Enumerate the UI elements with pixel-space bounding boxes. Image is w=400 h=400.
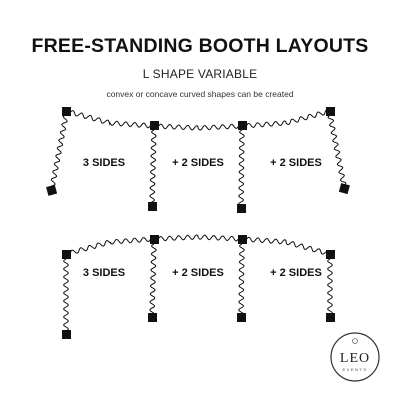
side-wall [49, 114, 68, 188]
side-wall [238, 243, 245, 315]
top-wall [65, 109, 331, 131]
post-marker [238, 121, 247, 130]
side-label: + 2 SIDES [172, 157, 224, 169]
post-marker [326, 107, 335, 116]
side-wall [149, 243, 157, 315]
post-marker [150, 235, 159, 244]
logo-circle [330, 332, 380, 382]
post-marker [237, 204, 246, 213]
post-marker [237, 313, 246, 322]
side-label: + 2 SIDES [270, 157, 322, 169]
post-marker [326, 250, 335, 259]
side-wall [237, 129, 245, 206]
side-label: + 2 SIDES [270, 267, 322, 279]
layout-concave: 3 SIDES + 2 SIDES + 2 SIDES [62, 234, 335, 339]
side-wall [326, 258, 334, 315]
logo-wordmark: LEO [340, 351, 370, 366]
page-title: FREE-STANDING BOOTH LAYOUTS [31, 35, 369, 57]
post-marker [62, 107, 71, 116]
page-subtitle: L SHAPE VARIABLE [142, 67, 258, 81]
post-marker [338, 183, 350, 195]
side-label: 3 SIDES [83, 267, 125, 279]
side-label: + 2 SIDES [172, 267, 224, 279]
post-marker [148, 202, 157, 211]
post-marker [150, 121, 159, 130]
post-marker [46, 184, 58, 196]
top-wall [65, 234, 331, 257]
post-marker [148, 313, 157, 322]
side-wall [149, 129, 157, 204]
side-wall [62, 258, 70, 332]
post-marker [62, 330, 71, 339]
post-marker [238, 235, 247, 244]
side-wall [327, 114, 347, 187]
side-label: 3 SIDES [83, 157, 125, 169]
layout-convex: 3 SIDES + 2 SIDES + 2 SIDES [46, 107, 350, 213]
post-marker [326, 313, 335, 322]
logo-ornament [352, 338, 358, 344]
logo-subtext: EVENTS [342, 367, 367, 372]
post-marker [62, 250, 71, 259]
brand-logo: LEO EVENTS [330, 332, 380, 382]
layout-note: convex or concave curved shapes can be c… [106, 89, 294, 99]
